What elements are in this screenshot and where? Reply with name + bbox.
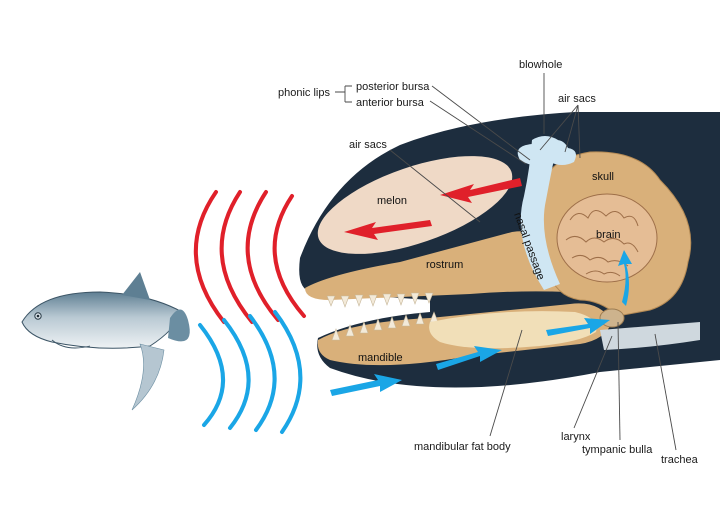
mandibular-fat-body: [429, 311, 597, 349]
leader-lines: [335, 73, 677, 451]
label-tympanic-bulla: tympanic bulla: [582, 444, 653, 456]
outgoing-sound-waves: [193, 190, 306, 324]
label-trachea: trachea: [661, 454, 699, 466]
label-mandible: mandible: [358, 352, 403, 364]
trachea: [600, 322, 700, 350]
nasal-passage: [520, 136, 560, 290]
label-rostrum: rostrum: [426, 259, 463, 271]
label-skull: skull: [592, 171, 614, 183]
fish: [21, 272, 190, 411]
label-phonic-lips: phonic lips: [278, 87, 330, 99]
label-air-sacs-top: air sacs: [558, 93, 596, 105]
label-anterior-bursa: anterior bursa: [356, 97, 425, 109]
label-mandibular-fat-body: mandibular fat body: [414, 441, 511, 453]
label-posterior-bursa: posterior bursa: [356, 81, 430, 93]
brain: [556, 193, 658, 283]
upper-teeth: [326, 292, 434, 308]
label-brain: brain: [596, 229, 620, 241]
label-larynx: larynx: [561, 431, 591, 443]
label-air-sacs-left: air sacs: [349, 139, 387, 151]
returning-echo-waves: [198, 310, 303, 434]
jaw-echo-arrows: [330, 250, 632, 396]
rostrum: [305, 231, 568, 300]
melon-sound-arrows: [344, 178, 522, 240]
label-blowhole: blowhole: [519, 59, 562, 71]
whale-head: [299, 112, 720, 388]
air-sacs-upper: [517, 138, 576, 166]
label-melon: melon: [377, 195, 407, 207]
